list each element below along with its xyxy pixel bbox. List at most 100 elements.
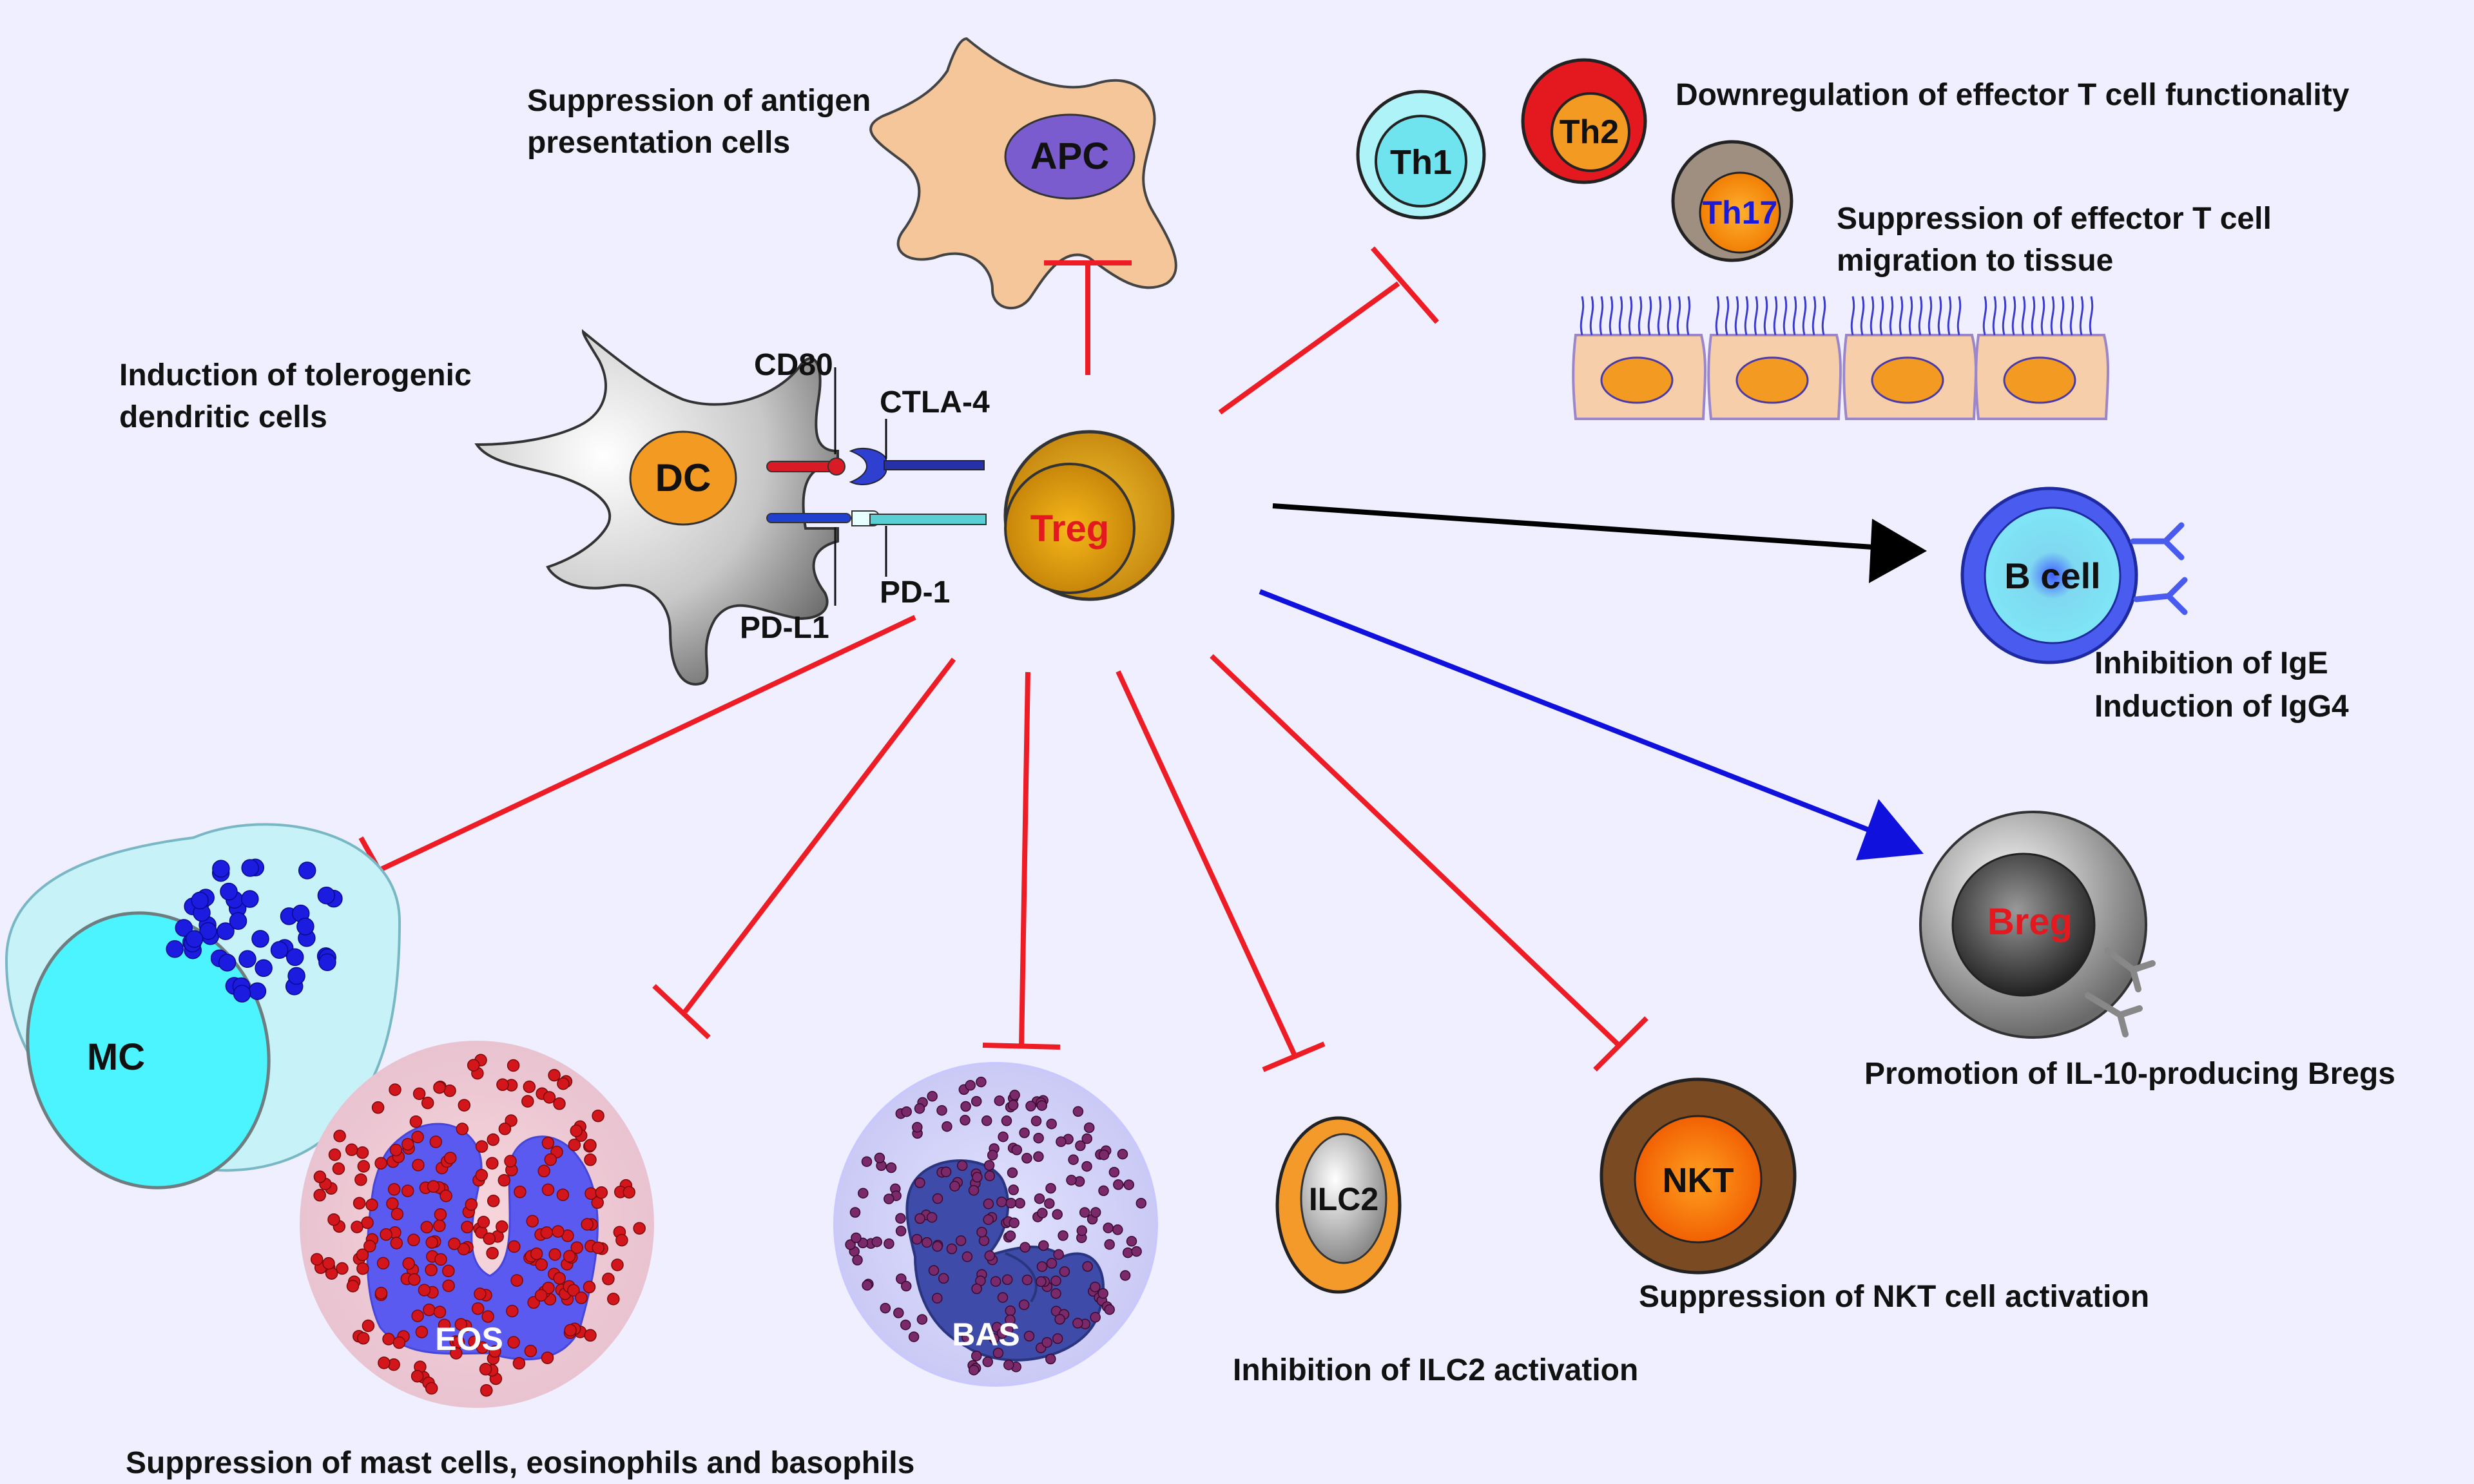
- bas-granule: [1082, 1261, 1093, 1272]
- eos-granule: [345, 1143, 358, 1157]
- eos-granule: [390, 1237, 403, 1249]
- bas-granule: [1083, 1122, 1095, 1133]
- bas-granule: [1098, 1149, 1110, 1161]
- eos-granule: [380, 1228, 392, 1241]
- bas-granule: [1008, 1184, 1019, 1195]
- eos-granule: [443, 1084, 456, 1097]
- eos-granule: [540, 1226, 554, 1239]
- eos-granule: [510, 1274, 523, 1287]
- eos-granule: [313, 1170, 327, 1184]
- bas-granule: [936, 1104, 947, 1116]
- th17-label: Th17: [1703, 195, 1778, 231]
- mc-granule: [166, 940, 184, 958]
- bas-granule: [861, 1156, 873, 1167]
- eos-granule: [351, 1220, 363, 1233]
- eos-granule: [327, 1213, 340, 1226]
- mc-granule: [287, 967, 305, 985]
- eos-granule: [564, 1324, 577, 1337]
- eos-granule: [438, 1318, 451, 1331]
- eos-granule: [356, 1262, 369, 1275]
- bas-granule: [1104, 1239, 1115, 1250]
- bas-granule: [1023, 1331, 1035, 1342]
- antibody-icons: [2130, 522, 2188, 615]
- cilium: [1957, 296, 1962, 336]
- eos-granule: [514, 1185, 527, 1199]
- bas-granule: [1019, 1127, 1030, 1139]
- th17-cell: Th17: [1671, 140, 1793, 262]
- bas-granule: [1119, 1270, 1131, 1281]
- bas-granule: [990, 1276, 1001, 1287]
- eos-granule: [371, 1101, 385, 1114]
- bcell-label: B cell: [2004, 555, 2100, 596]
- bas-granule: [1081, 1161, 1092, 1172]
- bas-granule: [927, 1091, 938, 1102]
- eos-granule: [376, 1257, 390, 1270]
- eos-granule: [427, 1180, 440, 1193]
- eos-granule: [584, 1139, 597, 1152]
- bas-granule: [900, 1319, 911, 1331]
- bas-granule: [997, 1292, 1009, 1303]
- bas-granule: [1050, 1275, 1061, 1286]
- eos-granule: [595, 1186, 608, 1199]
- bas-granule: [938, 1273, 949, 1284]
- epithelial-nucleus: [1600, 356, 1674, 404]
- breg-antibody-icons: [2085, 947, 2156, 1037]
- bas-granule: [961, 1332, 972, 1343]
- eos-granule: [440, 1190, 452, 1202]
- eos-granule: [434, 1208, 447, 1221]
- eos-granule: [607, 1293, 620, 1306]
- b-cell: B cell: [1960, 487, 2188, 664]
- eos-granule: [361, 1216, 374, 1229]
- bas-granule: [862, 1280, 873, 1291]
- eos-granule: [458, 1099, 471, 1112]
- bas-granule: [849, 1207, 861, 1218]
- epithelial-nucleus: [2003, 356, 2076, 404]
- eos-granule: [386, 1197, 399, 1210]
- bas-granule: [1072, 1106, 1084, 1117]
- eos-granule: [475, 1140, 488, 1153]
- cd80-label: CD80: [754, 348, 833, 382]
- eos-granule: [487, 1194, 500, 1208]
- bas-granule: [1090, 1281, 1101, 1293]
- nkt-label: NKT: [1663, 1161, 1734, 1200]
- cilium: [1734, 296, 1739, 336]
- eos-granule: [357, 1332, 370, 1345]
- eos-granule: [570, 1241, 583, 1254]
- bas-granule: [984, 1170, 996, 1182]
- eos-granule: [401, 1138, 414, 1151]
- bas-granule: [1038, 1240, 1049, 1251]
- eos-granule: [336, 1262, 349, 1275]
- bas-granule: [976, 1076, 987, 1088]
- eos-granule: [363, 1240, 376, 1253]
- cilium: [2021, 296, 2026, 336]
- cilium: [1744, 296, 1749, 336]
- eos-granule: [508, 1240, 521, 1253]
- bas-granule: [1030, 1115, 1042, 1126]
- eos-granule: [333, 1130, 346, 1142]
- bas-granule: [971, 1350, 982, 1362]
- bas-granule: [1090, 1207, 1101, 1218]
- th1-label: Th1: [1390, 143, 1452, 182]
- breg-promotion-arrow: [1259, 589, 1873, 834]
- mc-granule: [233, 985, 251, 1003]
- bas-granule: [1044, 1198, 1055, 1209]
- eos-granule: [313, 1189, 326, 1202]
- bas-granule: [900, 1280, 912, 1292]
- bas-granule: [1021, 1275, 1033, 1286]
- cilium: [1667, 296, 1672, 336]
- eos-granule: [488, 1345, 501, 1358]
- eos-granule: [412, 1159, 425, 1171]
- mc-granule: [248, 982, 267, 1000]
- eos-granule: [541, 1183, 555, 1197]
- mc-granules: [166, 858, 343, 1003]
- bas-granule: [1046, 1118, 1057, 1130]
- apc-label: APC: [1030, 135, 1109, 177]
- eos-granule: [467, 1059, 480, 1072]
- eos-granule: [423, 1304, 436, 1316]
- cilium: [1992, 296, 1997, 336]
- eos-granule: [544, 1153, 557, 1166]
- bas-granule: [1003, 1359, 1014, 1371]
- bas-granule: [1123, 1179, 1134, 1190]
- bas-granule: [1054, 1314, 1065, 1325]
